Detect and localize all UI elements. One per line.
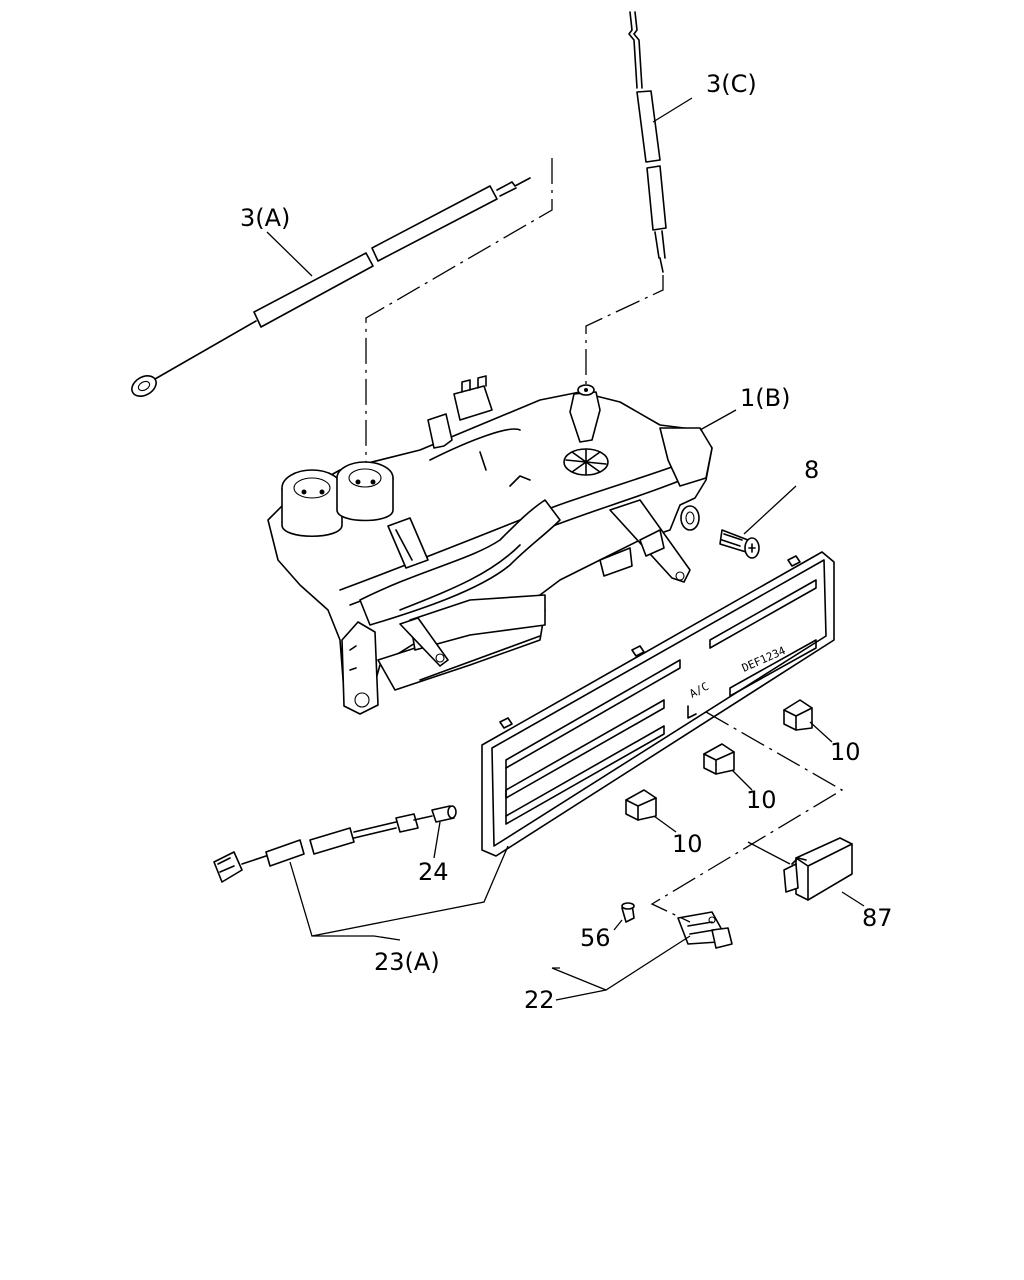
leader-3a: [266, 231, 313, 277]
knob-10-bottom: [625, 789, 657, 821]
leader-22: [555, 989, 607, 1001]
callout-23a: 23(A): [374, 948, 440, 976]
callout-56: 56: [580, 924, 611, 952]
leader-8: [743, 485, 797, 535]
callout-10-middle: 10: [746, 786, 777, 814]
cable-3c-route-line: [585, 275, 664, 388]
leader-23a: [373, 935, 401, 941]
callout-3a: 3(A): [240, 204, 290, 232]
blank-cap-87: [783, 837, 853, 901]
leader-10-bottom: [653, 815, 677, 833]
cap-route-line: [747, 841, 791, 865]
callout-10-bottom: 10: [672, 830, 703, 858]
leader-24: [433, 821, 441, 859]
control-body-1b: [267, 375, 713, 715]
knob-route-line: [650, 711, 844, 923]
leader-1b: [699, 409, 737, 431]
leader-56: [613, 919, 623, 931]
knob-10-middle: [703, 743, 735, 775]
callout-22: 22: [524, 986, 555, 1014]
bulb-24: [431, 805, 457, 823]
callout-24: 24: [418, 858, 449, 886]
cable-3a: [131, 177, 531, 397]
leader-3c: [652, 97, 693, 123]
harness-23a: [213, 813, 433, 883]
cable-3c: [628, 11, 667, 273]
leader-22-bracket: [551, 935, 691, 991]
leader-10-top: [809, 721, 833, 743]
callout-10-top: 10: [830, 738, 861, 766]
control-panel-bezel: DEF1234 A/C: [481, 551, 835, 857]
leader-10-middle: [731, 769, 753, 791]
switch-22: [677, 911, 733, 949]
callout-1b: 1(B): [740, 384, 790, 412]
knob-10-top: [783, 699, 813, 731]
screw-8: [719, 529, 760, 559]
callout-3c: 3(C): [706, 70, 757, 98]
leader-87: [841, 891, 865, 907]
bulb-holder-56: [621, 902, 635, 923]
callout-87: 87: [862, 904, 893, 932]
cable-3a-route-line: [365, 158, 553, 578]
callout-8: 8: [804, 456, 819, 484]
leader-23a-bracket: [289, 845, 509, 937]
